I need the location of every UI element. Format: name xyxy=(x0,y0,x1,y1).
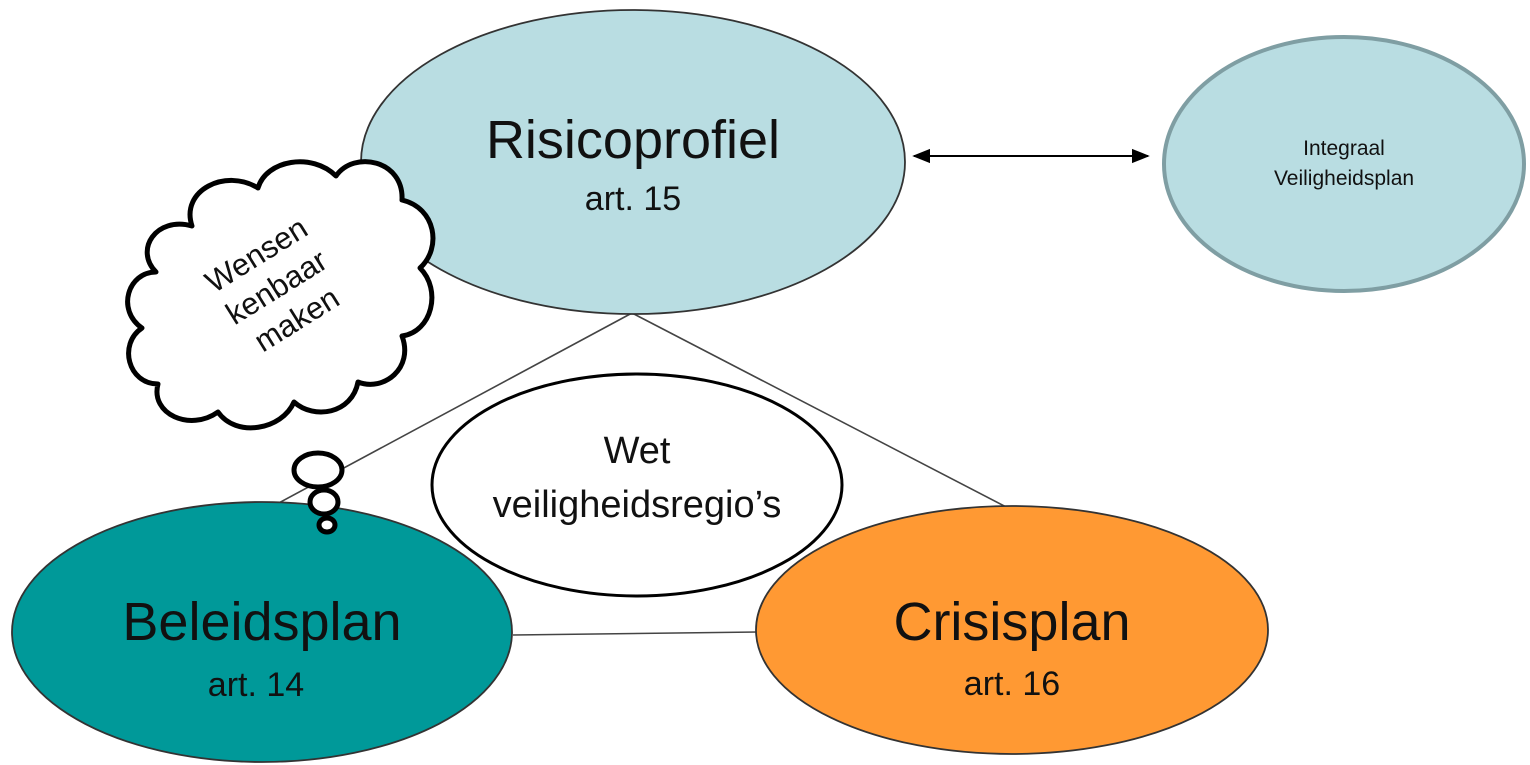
node-integraal-veiligheidsplan: Integraal Veiligheidsplan xyxy=(1162,35,1526,293)
crisisplan-ellipse xyxy=(755,505,1269,755)
cloud-bubble-medium xyxy=(307,487,341,517)
wet-line1: Wet xyxy=(604,430,671,472)
wet-ellipse xyxy=(430,372,844,598)
risicoprofiel-subtitle: art. 15 xyxy=(585,180,681,218)
wet-line2: veiligheidsregio’s xyxy=(493,484,782,526)
risicoprofiel-title: Risicoprofiel xyxy=(486,110,780,170)
beleidsplan-subtitle: art. 14 xyxy=(208,666,304,704)
cloud-bubble-large xyxy=(291,450,345,490)
integraal-ellipse xyxy=(1162,35,1526,293)
cloud-bubble-small xyxy=(316,515,338,535)
crisisplan-title: Crisisplan xyxy=(893,592,1130,652)
integraal-line1: Integraal xyxy=(1303,137,1385,160)
node-risicoprofiel: Risicoprofiel art. 15 xyxy=(360,9,906,315)
cloud-shape xyxy=(125,159,436,431)
edge-risicoprofiel-crisisplan xyxy=(631,312,1013,511)
crisisplan-subtitle: art. 16 xyxy=(964,665,1060,703)
beleidsplan-title: Beleidsplan xyxy=(122,592,401,652)
beleidsplan-ellipse xyxy=(11,501,513,763)
node-wet-veiligheidsregios: Wet veiligheidsregio’s xyxy=(430,372,844,598)
node-beleidsplan: Beleidsplan art. 14 xyxy=(11,501,513,763)
node-crisisplan: Crisisplan art. 16 xyxy=(755,505,1269,755)
integraal-line2: Veiligheidsplan xyxy=(1274,167,1414,190)
edge-beleidsplan-crisisplan xyxy=(512,631,759,636)
thought-cloud: Wensen kenbaar maken xyxy=(125,159,436,535)
